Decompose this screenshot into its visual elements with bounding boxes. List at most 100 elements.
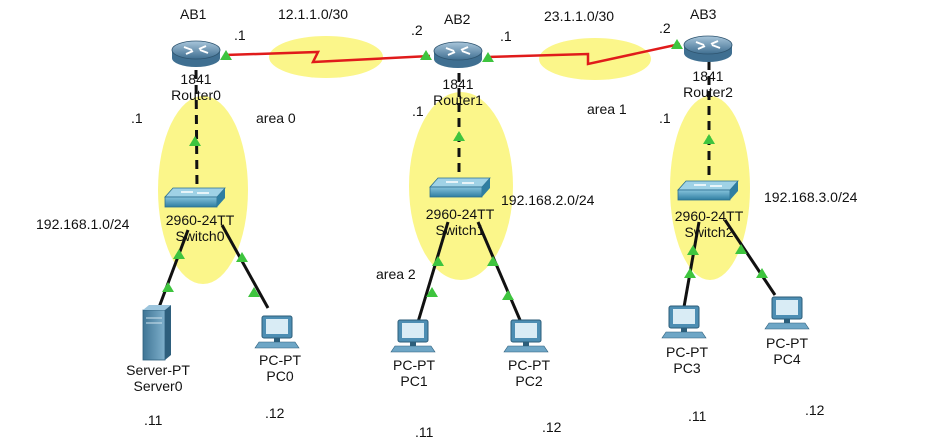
host-type: Server-PT xyxy=(126,362,190,378)
link-up-indicator xyxy=(687,245,699,255)
host-type: PC-PT xyxy=(666,344,708,360)
switch-name: Switch1 xyxy=(435,222,485,238)
switch-name: Switch2 xyxy=(684,224,734,240)
host-label: PC-PT PC1 xyxy=(393,357,435,389)
switch-label: 2960-24TT Switch0 xyxy=(166,212,234,244)
link-up-indicator xyxy=(173,249,185,259)
pc-icon[interactable] xyxy=(254,315,300,349)
interface-ip: .1 xyxy=(131,110,143,126)
router-name: Router2 xyxy=(683,84,733,100)
link-switch1-pc1[interactable] xyxy=(416,221,450,323)
switch-label: 2960-24TT Switch2 xyxy=(675,208,743,240)
host-name: PC1 xyxy=(400,373,428,389)
link-status-indicators xyxy=(162,39,768,300)
host-type: PC-PT xyxy=(508,357,550,373)
host-label: PC-PT PC3 xyxy=(666,344,708,376)
switch-icon[interactable] xyxy=(164,187,226,208)
link-up-indicator xyxy=(502,290,514,300)
switch-name: Switch0 xyxy=(175,228,225,244)
serial-link-ab2-ab3[interactable] xyxy=(486,42,681,66)
link-up-indicator xyxy=(756,268,768,278)
host-ip: .11 xyxy=(144,412,163,428)
router-label: 1841 Router1 xyxy=(433,76,483,108)
switch-model: 2960-24TT xyxy=(674,208,744,224)
router-label: 1841 Router0 xyxy=(171,71,221,103)
link-up-indicator xyxy=(703,134,715,144)
server-icon[interactable] xyxy=(142,305,171,361)
host-ip: .12 xyxy=(542,419,562,435)
subnet-label: 192.168.3.0/24 xyxy=(764,189,858,205)
subnet-label: 192.168.1.0/24 xyxy=(36,216,130,232)
subnet-label: 192.168.2.0/24 xyxy=(501,192,595,208)
router-model: 1841 xyxy=(442,76,474,92)
link-up-indicator xyxy=(735,244,747,254)
host-name: Server0 xyxy=(133,378,183,394)
link-up-indicator xyxy=(420,50,432,60)
host-type: PC-PT xyxy=(393,357,435,373)
link-up-indicator xyxy=(684,268,696,278)
interface-ip: .1 xyxy=(412,103,424,119)
link-switch2-pc4[interactable] xyxy=(723,219,777,296)
serial-links xyxy=(224,42,681,66)
switch-icon[interactable] xyxy=(429,177,491,198)
link-switch1-pc2[interactable] xyxy=(476,221,522,321)
pc-icon[interactable] xyxy=(390,319,436,353)
link-up-indicator xyxy=(671,39,683,49)
router-name: Router0 xyxy=(171,87,221,103)
host-label: Server-PT Server0 xyxy=(126,362,190,394)
router-name: Router1 xyxy=(433,92,483,108)
interface-ip: .1 xyxy=(500,28,512,44)
host-ip: .11 xyxy=(415,424,434,440)
wan-network-label: 12.1.1.0/30 xyxy=(278,6,349,22)
router-icon[interactable] xyxy=(171,40,221,67)
link-router0-switch0[interactable] xyxy=(194,69,199,191)
area-label: area 0 xyxy=(256,110,296,126)
interface-ip: .1 xyxy=(659,110,671,126)
area-label: area 1 xyxy=(587,101,627,117)
area-highlights xyxy=(158,36,750,284)
router-icon[interactable] xyxy=(683,35,733,62)
router-hostname: AB3 xyxy=(690,6,717,22)
link-switch0-server0[interactable] xyxy=(156,229,190,311)
router-hostname: AB2 xyxy=(444,11,471,27)
wan-network-label: 23.1.1.0/30 xyxy=(544,8,615,24)
host-type: PC-PT xyxy=(259,352,301,368)
link-up-indicator xyxy=(189,136,201,146)
router-model: 1841 xyxy=(180,71,212,87)
link-switch2-pc3[interactable] xyxy=(682,221,701,308)
ethernet-links xyxy=(156,61,777,323)
host-name: PC4 xyxy=(773,351,801,367)
host-ip: .11 xyxy=(688,408,707,424)
host-name: PC2 xyxy=(515,373,543,389)
pc-icon[interactable] xyxy=(764,296,810,330)
wan-highlight-12 xyxy=(269,36,383,78)
area-label: area 2 xyxy=(376,266,416,282)
switch-label: 2960-24TT Switch1 xyxy=(426,206,494,238)
router-hostname: AB1 xyxy=(180,6,207,22)
switch-model: 2960-24TT xyxy=(165,212,235,228)
wan-highlight-23 xyxy=(539,38,651,80)
router-label: 1841 Router2 xyxy=(683,68,733,100)
host-label: PC-PT PC4 xyxy=(766,335,808,367)
pc-icon[interactable] xyxy=(503,319,549,353)
host-name: PC3 xyxy=(673,360,701,376)
interface-ip: .2 xyxy=(659,20,671,36)
switch-model: 2960-24TT xyxy=(425,206,495,222)
serial-link-ab1-ab2[interactable] xyxy=(224,50,431,64)
link-up-indicator xyxy=(248,287,260,297)
host-ip: .12 xyxy=(805,402,825,418)
link-up-indicator xyxy=(236,252,248,262)
link-up-indicator xyxy=(482,52,494,62)
link-up-indicator xyxy=(426,287,438,297)
interface-ip: .2 xyxy=(411,22,423,38)
pc-icon[interactable] xyxy=(661,305,707,339)
switch-icon[interactable] xyxy=(677,180,739,201)
interface-ip: .1 xyxy=(234,27,246,43)
link-up-indicator xyxy=(432,256,444,266)
host-label: PC-PT PC0 xyxy=(259,352,301,384)
router-icon[interactable] xyxy=(433,41,483,68)
link-switch0-pc0[interactable] xyxy=(220,224,270,309)
link-up-indicator xyxy=(220,50,232,60)
host-name: PC0 xyxy=(266,368,294,384)
